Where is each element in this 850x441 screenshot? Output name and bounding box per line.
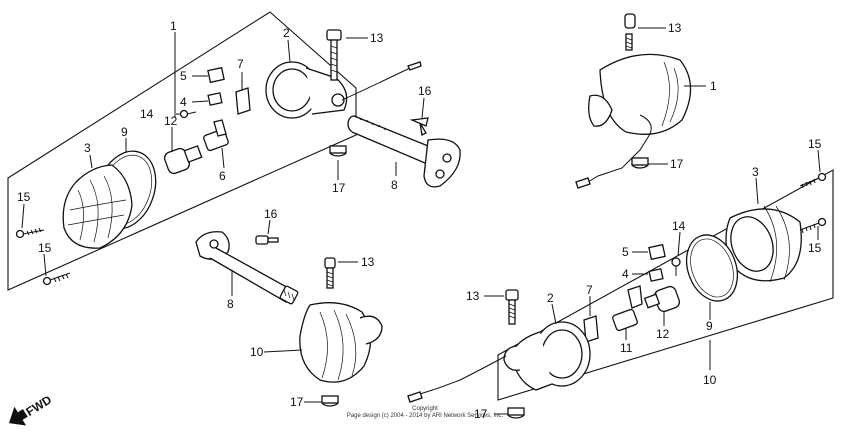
callout-14-right: 14: [672, 219, 686, 233]
screw-part-14: [179, 109, 197, 119]
nut-part-17-bottom-right: [507, 407, 525, 419]
callout-17-bottom-right: 17: [474, 407, 488, 421]
plate-part-5-right: [648, 243, 666, 261]
housing-part-10-left: [299, 302, 383, 383]
callout-9-right: 9: [706, 319, 713, 333]
callout-15-right-upper: 15: [808, 137, 822, 151]
bulb-part-12: [163, 145, 203, 175]
copyright-line-1: Copyright: [412, 406, 438, 412]
nut-part-17-top-right: [631, 157, 649, 169]
callout-17: 17: [332, 181, 346, 195]
copyright-line-2: Page design (c) 2004 - 2014 by ARI Netwo…: [346, 413, 504, 419]
housing-part-2: [265, 61, 348, 119]
bulb-part-12-right: [643, 285, 681, 313]
housing-part-1-right: [575, 13, 692, 189]
callout-17-bottom: 17: [290, 395, 304, 409]
callout-16: 16: [418, 84, 432, 98]
callout-16-lower: 16: [264, 207, 278, 221]
callout-11: 11: [620, 341, 633, 355]
callout-9: 9: [121, 125, 128, 139]
callout-12: 12: [164, 114, 178, 128]
wire-terminal: [407, 61, 422, 71]
callout-15-upper: 15: [17, 190, 31, 204]
callout-13-middle: 13: [361, 255, 375, 269]
callout-3: 3: [84, 141, 91, 155]
nut-part-4-right: [648, 268, 664, 282]
callout-10: 10: [250, 345, 264, 359]
plate-part-5: [207, 66, 225, 84]
screw-part-15-right-upper: [799, 172, 827, 189]
nut-part-17-bottom: [321, 395, 339, 407]
stay-part-8-lower: [195, 231, 299, 305]
callout-2: 2: [283, 26, 290, 40]
housing-part-2-right: [407, 321, 591, 403]
lens-part-3-right: [725, 205, 802, 283]
callout-12-right: 12: [656, 327, 670, 341]
nut-part-4: [207, 92, 223, 106]
callout-10-right: 10: [703, 373, 717, 387]
callout-15-lower: 15: [38, 241, 52, 255]
callout-7-right: 7: [586, 283, 593, 297]
callout-8-lower: 8: [227, 297, 234, 311]
bracket-part-7: [235, 87, 251, 115]
callout-7: 7: [237, 57, 244, 71]
bolt-part-13-right: [505, 289, 519, 325]
wire-lead: [341, 67, 411, 101]
callout-2-right: 2: [547, 291, 554, 305]
callout-15-right-lower: 15: [808, 241, 822, 255]
right-assembly-frame: [497, 169, 834, 401]
wingbolt-part-16-lower: [255, 235, 279, 245]
socket-part-6: [203, 119, 229, 152]
copyright-notice: Copyright Page design (c) 2004 - 2014 by…: [0, 406, 850, 420]
callout-3-right: 3: [752, 165, 759, 179]
screw-part-15-right-lower: [799, 217, 827, 234]
callout-13-top-right: 13: [668, 21, 682, 35]
callout-17-top-right: 17: [670, 157, 684, 171]
stay-part-8-upper: [347, 115, 461, 188]
bolt-part-13: [326, 29, 342, 81]
bolt-part-13-middle: [324, 257, 336, 289]
callout-13-right: 13: [466, 289, 480, 303]
callout-1: 1: [170, 19, 177, 33]
callout-6: 6: [219, 169, 226, 183]
callout-5-right: 5: [622, 245, 629, 259]
callout-8: 8: [391, 178, 398, 192]
callout-4-right: 4: [622, 267, 629, 281]
callout-13: 13: [370, 31, 384, 45]
callout-5: 5: [180, 69, 187, 83]
bracket-part-7-right: [583, 315, 599, 343]
callout-14: 14: [140, 107, 154, 121]
callout-1-top-right: 1: [710, 79, 717, 93]
left-assembly-frame: [7, 11, 357, 291]
lens-part-3: [62, 164, 133, 249]
screw-part-15-lower: [42, 272, 71, 286]
screw-part-14-right: [671, 257, 681, 276]
callout-4: 4: [180, 95, 187, 109]
nut-part-17-center: [329, 145, 347, 157]
leader-lines: [21, 27, 821, 415]
socket-part-11-right: [612, 285, 643, 332]
gasket-part-9-right: [685, 234, 739, 302]
wingbolt-part-16-upper: [409, 117, 429, 136]
screw-part-15-upper: [15, 227, 45, 239]
